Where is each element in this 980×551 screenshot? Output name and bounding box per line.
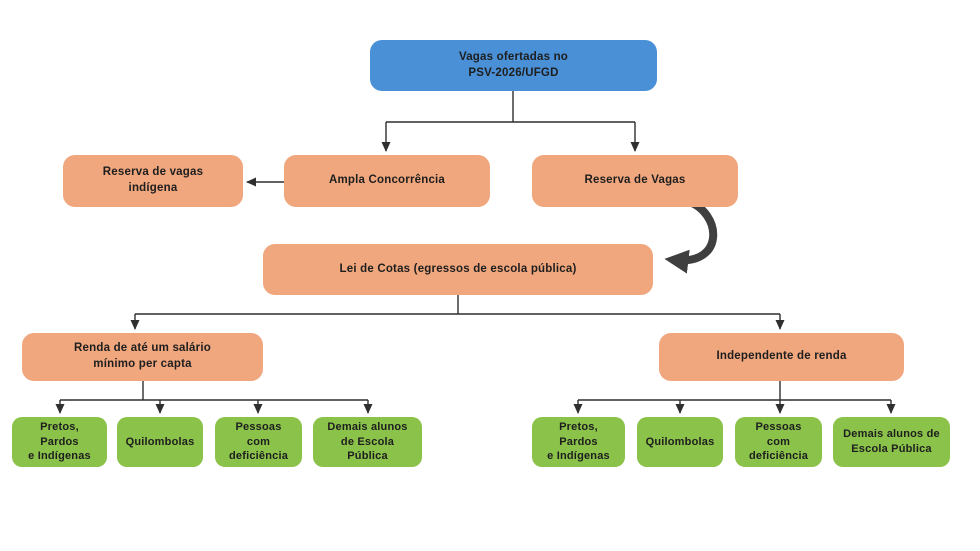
leaf-pretos-pardos-indigenas-left: Pretos, Pardos e Indígenas xyxy=(12,417,107,467)
leaf-pretos-pardos-indigenas-right: Pretos, Pardos e Indígenas xyxy=(532,417,625,467)
edge-root-split xyxy=(386,91,635,123)
node-renda-ate-um-salario: Renda de até um salário mínimo per capta xyxy=(22,333,263,381)
edge-independente-split xyxy=(578,381,891,401)
leaf-pessoas-com-deficiencia-right: Pessoas com deficiência xyxy=(735,417,822,467)
leaf-demais-alunos-left: Demais alunos de Escola Pública xyxy=(313,417,422,467)
node-vagas-ofertadas: Vagas ofertadas no PSV-2026/UFGD xyxy=(370,40,657,91)
leaf-pessoas-com-deficiencia-left: Pessoas com deficiência xyxy=(215,417,302,467)
leaf-quilombolas-right: Quilombolas xyxy=(637,417,723,467)
edge-lei-split xyxy=(135,295,780,315)
leaf-quilombolas-left: Quilombolas xyxy=(117,417,203,467)
curved-arrow-reserva-to-lei xyxy=(664,197,718,274)
node-reserva-de-vagas: Reserva de Vagas xyxy=(532,155,738,207)
node-independente-de-renda: Independente de renda xyxy=(659,333,904,381)
node-ampla-concorrencia: Ampla Concorrência xyxy=(284,155,490,207)
node-reserva-vagas-indigena: Reserva de vagas indígena xyxy=(63,155,243,207)
edge-renda-split xyxy=(60,381,368,401)
node-lei-de-cotas: Lei de Cotas (egressos de escola pública… xyxy=(263,244,653,295)
leaf-demais-alunos-right: Demais alunos de Escola Pública xyxy=(833,417,950,467)
